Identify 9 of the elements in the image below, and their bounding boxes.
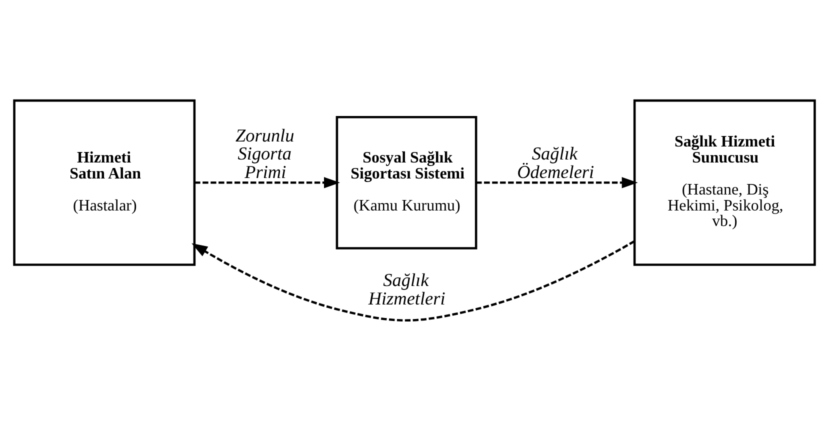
arrow (194, 177, 340, 188)
node-box: Sosyal Sağlık Sigortası Sistemi (Kamu Kurumu) (336, 116, 478, 250)
edge-label: Zorunlu Sigorta Primi (235, 125, 294, 182)
arrow (476, 177, 638, 188)
node-box: Hizmeti Satın Alan (Hastalar) (13, 99, 196, 266)
arrow (192, 240, 635, 322)
edge-label: Sağlık Ödemeleri (517, 144, 594, 182)
node-box: Sağlık Hizmeti Sunucusu (Hastane, Diş Hekimi, Psikolog, vb.) (633, 99, 816, 266)
edge-label: Sağlık Hizmetleri (368, 270, 446, 308)
